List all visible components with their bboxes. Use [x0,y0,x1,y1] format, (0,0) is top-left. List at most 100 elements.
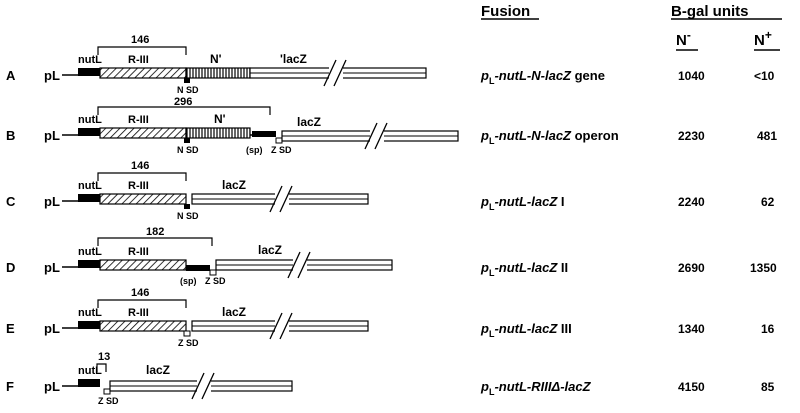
break-mark [269,185,283,213]
spacer-segment [252,131,276,137]
n-minus-value: 1040 [678,69,705,83]
length-bracket [97,172,187,181]
riii-segment [99,259,187,271]
row-letter: D [6,260,15,275]
pl-label: pL [44,68,60,83]
sd-box [209,269,217,276]
construct-row-f: F pL nutL 13 Z SD lacZ pL-nutL-RIIIΔ-lac… [6,351,775,406]
lacz-label: lacZ [222,305,246,319]
nutl-segment [78,68,100,76]
nutl-label: nutL [78,246,102,258]
nutl-segment [78,379,100,387]
length-bracket [97,237,213,246]
nutl-label: nutL [78,180,102,192]
zsd-label: Z SD [205,276,226,286]
length-label: 146 [131,34,149,46]
zsd-label: Z SD [98,396,119,406]
nutl-segment [78,128,100,136]
row-letter: B [6,128,15,143]
length-bracket [96,363,107,372]
n-plus-value: 481 [757,129,777,143]
n-plus-value: 1350 [750,261,777,275]
n-minus-header: N- [676,28,691,49]
length-bracket [97,46,187,55]
n-plus-value: <10 [754,69,775,83]
sd-box [183,330,191,337]
n-minus-value: 2240 [678,195,705,209]
length-bracket [97,299,187,308]
row-letter: E [6,321,15,336]
n-plus-value: 16 [761,322,775,336]
sd-box [103,388,111,395]
length-label: 146 [131,287,149,299]
riii-label: R-III [128,246,149,258]
break-mark [323,59,337,87]
sd-box [275,137,283,144]
length-label: 182 [146,226,164,238]
fusion-name: pL-nutL-RIIIΔ-lacZ [480,379,592,397]
lacz-label: lacZ [258,243,282,257]
break-mark [191,372,205,400]
construct-row-c: C pL nutL 146 R-III N SD lacZ pL-nutL-la… [6,160,775,221]
riii-label: R-III [128,180,149,192]
break-mark [201,372,215,400]
length-label: 296 [174,96,192,108]
construct-row-a: A pL nutL 146 R-III N SD N' 'lacZ pL-nut… [6,34,775,95]
break-mark [287,251,301,279]
n-gene-segment [185,67,251,79]
row-letter: F [6,379,14,394]
sd-box [184,78,190,83]
fusion-name: pL-nutL-lacZ III [480,321,572,339]
n-minus-value: 1340 [678,322,705,336]
lacz-label: lacZ [222,178,246,192]
riii-segment [99,193,187,205]
riii-label: R-III [128,307,149,319]
n-plus-value: 85 [761,380,775,394]
length-label: 13 [98,351,110,363]
nsd-label: N SD [177,145,199,155]
riii-label: R-III [128,54,149,66]
nsd-label: N SD [177,85,199,95]
fusion-header: Fusion [481,3,530,20]
lacz-label: 'lacZ [280,52,307,66]
n-prime-label: N' [214,112,226,126]
riii-label: R-III [128,114,149,126]
construct-row-e: E pL nutL 146 R-III Z SD lacZ pL-nutL-la… [6,287,775,348]
pl-label: pL [44,128,60,143]
n-gene-segment [185,127,251,139]
riii-segment [99,320,187,332]
construct-row-d: D pL nutL 182 R-III (sp) Z SD lacZ pL-nu… [6,226,777,286]
break-mark [333,59,347,87]
n-minus-value: 2690 [678,261,705,275]
length-bracket [97,106,271,115]
length-label: 146 [131,160,149,172]
break-mark [279,312,293,340]
pl-label: pL [44,321,60,336]
riii-segment [99,127,187,139]
spacer-segment [186,265,210,271]
n-minus-value: 2230 [678,129,705,143]
fusion-name: pL-nutL-N-lacZ gene [480,68,605,86]
lacz-label: lacZ [146,363,170,377]
fusion-name: pL-nutL-lacZ I [480,194,565,212]
sd-box [184,138,190,143]
nutl-segment [78,260,100,268]
row-letter: A [6,68,16,83]
nutl-label: nutL [78,114,102,126]
break-mark [279,185,293,213]
bgal-units-header: B-gal units [671,3,749,20]
break-mark [364,122,378,150]
break-mark [297,251,311,279]
pl-label: pL [44,194,60,209]
n-minus-value: 4150 [678,380,705,394]
n-plus-value: 62 [761,195,775,209]
nsd-label: N SD [177,211,199,221]
nutl-label: nutL [78,365,102,377]
riii-segment [99,67,187,79]
pl-label: pL [44,260,60,275]
pl-label: pL [44,379,60,394]
construct-row-b: B pL nutL 296 R-III N SD N' (sp) Z SD la… [6,96,777,155]
lacz-label: lacZ [297,115,321,129]
zsd-label: Z SD [178,338,199,348]
